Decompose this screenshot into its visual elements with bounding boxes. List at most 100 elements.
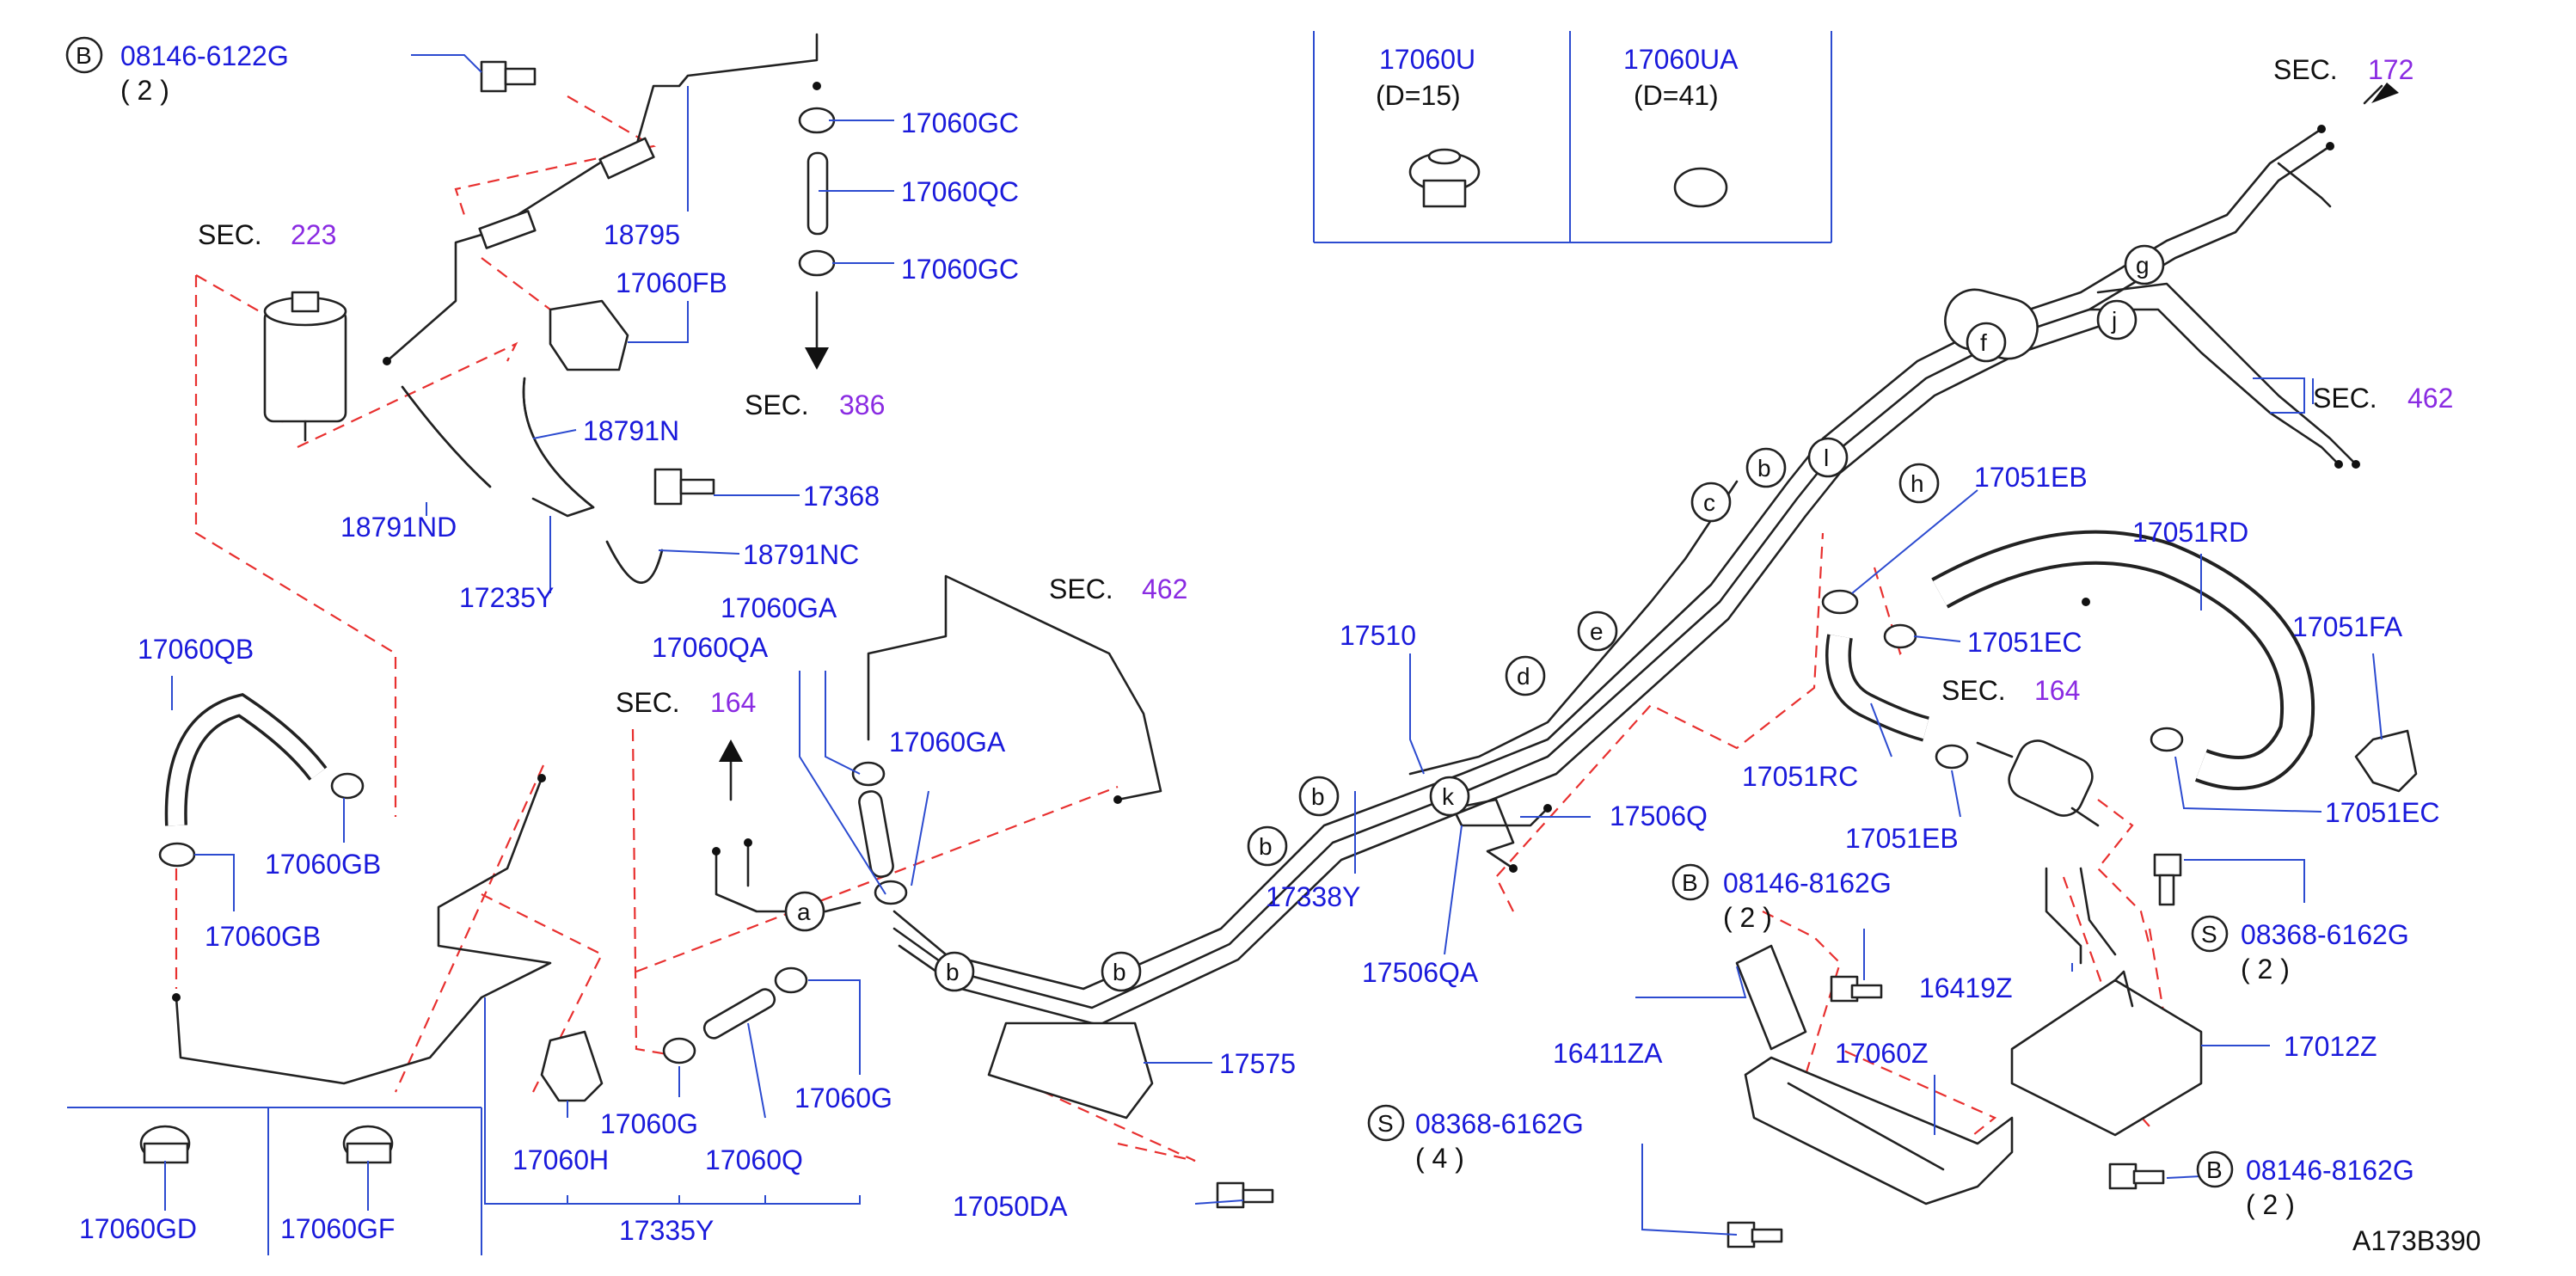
- label-17050DA: 17050DA: [953, 1191, 1068, 1222]
- qty-label: ( 2 ): [2246, 1189, 2295, 1220]
- label-17506Q: 17506Q: [1610, 801, 1708, 831]
- svg-text:g: g: [2136, 252, 2150, 279]
- heat-shield-icon: [1744, 1056, 2014, 1205]
- connector-icon: [653, 468, 683, 506]
- pipe-marker: b: [1745, 447, 1787, 488]
- label-17060GF: 17060GF: [280, 1213, 395, 1244]
- leader-lines: [171, 54, 2383, 1236]
- label-17051RD: 17051RD: [2132, 517, 2248, 548]
- label-17510: 17510: [1340, 620, 1416, 651]
- label-17012Z: 17012Z: [2284, 1031, 2377, 1062]
- callout-circles: B B S S B: [65, 36, 2234, 1188]
- sec-172: 172: [2368, 54, 2413, 85]
- svg-text:e: e: [1590, 618, 1604, 645]
- sec-164-b: 164: [2034, 675, 2080, 706]
- heat-plate-icon: [1735, 944, 1807, 1051]
- label-17060GB-b: 17060GB: [205, 921, 321, 952]
- label-18791NC: 18791NC: [743, 539, 859, 570]
- svg-text:b: b: [946, 959, 960, 985]
- part-outlines: [139, 33, 2418, 1248]
- label-16419Z: 16419Z: [1919, 972, 2013, 1003]
- svg-text:f: f: [1980, 329, 1987, 356]
- label-17060Z: 17060Z: [1835, 1038, 1929, 1069]
- label-08146-8162G-b: 08146-8162G: [2246, 1155, 2414, 1186]
- pipe-marker: d: [1505, 655, 1546, 696]
- svg-text:k: k: [1442, 783, 1455, 810]
- bolt-icon: [480, 60, 507, 93]
- pipe-marker: g: [2124, 244, 2165, 285]
- evap-canister-icon: [263, 308, 347, 423]
- clip-icon: [2354, 729, 2418, 793]
- label-17060H: 17060H: [512, 1144, 609, 1175]
- label-17060GB-a: 17060GB: [265, 849, 381, 880]
- qty-label: ( 2 ): [120, 75, 169, 106]
- svg-text:SEC.: SEC.: [1049, 574, 1113, 604]
- fuel-filter-icon: [2008, 739, 2094, 817]
- pipe-marker: b: [1298, 776, 1340, 817]
- label-08368-6162G-b: 08368-6162G: [1415, 1108, 1584, 1139]
- label-17051EB-a: 17051EB: [1974, 462, 2088, 493]
- label-17060GA-a: 17060GA: [721, 592, 837, 623]
- pipe-marker: e: [1577, 610, 1618, 652]
- bolt-icon: [2108, 1163, 2137, 1190]
- svg-text:SEC.: SEC.: [745, 390, 809, 420]
- svg-text:d: d: [1517, 663, 1530, 690]
- label-17060QA: 17060QA: [652, 632, 769, 663]
- label-17060GC-a: 17060GC: [901, 107, 1019, 138]
- label-17060GC-b: 17060GC: [901, 254, 1019, 285]
- svg-text:c: c: [1703, 489, 1715, 516]
- label-18795: 18795: [604, 219, 680, 250]
- pipe-marker: b: [1101, 951, 1142, 992]
- pipe-marker: [1300, 777, 1338, 815]
- svg-text:SEC.: SEC.: [616, 687, 680, 718]
- label-17060QB: 17060QB: [138, 634, 254, 665]
- svg-text:a: a: [797, 899, 811, 925]
- pipe-marker: a: [784, 891, 825, 932]
- label-08146-8162G-a: 08146-8162G: [1723, 868, 1892, 899]
- label-17051EB-b: 17051EB: [1845, 823, 1959, 854]
- label-17235Y: 17235Y: [459, 582, 554, 613]
- clip-icon: [540, 1030, 604, 1102]
- inset-left-label: 17060U: [1379, 44, 1475, 75]
- pipe-marker: b: [934, 951, 975, 992]
- callout-b-3: B: [2206, 1156, 2223, 1183]
- callout-s-2: S: [1377, 1110, 1394, 1137]
- pipe-marker: b: [1247, 825, 1288, 867]
- bottom-left-box: [67, 1107, 482, 1255]
- svg-text:SEC.: SEC.: [1941, 675, 2006, 706]
- label-17051FA: 17051FA: [2292, 611, 2403, 642]
- drawing-code: A173B390: [2352, 1225, 2481, 1256]
- bolt-icon: [1216, 1181, 1245, 1209]
- label-08368-6162G-a: 08368-6162G: [2241, 919, 2409, 950]
- sec-164-a: 164: [710, 687, 756, 718]
- label-17060Q: 17060Q: [705, 1144, 803, 1175]
- sec-386: 386: [839, 390, 885, 420]
- qty-label: ( 2 ): [2241, 954, 2290, 985]
- sec-223: 223: [291, 219, 336, 250]
- label-18791ND: 18791ND: [340, 512, 457, 543]
- label-17338Y: 17338Y: [1266, 881, 1360, 912]
- clip-icon: [549, 299, 629, 371]
- label-17060GA-b: 17060GA: [889, 727, 1006, 758]
- pipe-marker: j: [2096, 299, 2137, 340]
- clamp-icon: [798, 249, 836, 277]
- pipe-marker: k: [1429, 776, 1470, 817]
- pipe-marker: l: [1807, 437, 1849, 478]
- label-08146-6122G: 08146-6122G: [120, 40, 289, 71]
- label-17575: 17575: [1219, 1048, 1296, 1079]
- grommet-stem-icon: [1422, 179, 1467, 208]
- callout-s-1: S: [2201, 921, 2217, 948]
- svg-text:l: l: [1824, 445, 1829, 471]
- plug-icon: [1673, 167, 1728, 208]
- svg-text:j: j: [2111, 307, 2117, 334]
- pipe-marker: f: [1966, 322, 2007, 363]
- label-17051RC: 17051RC: [1742, 761, 1858, 792]
- svg-text:b: b: [1311, 783, 1325, 810]
- qty-label: ( 4 ): [1415, 1143, 1464, 1174]
- inset-right-label: 17060UA: [1623, 44, 1739, 75]
- inset-right-dim: (D=41): [1634, 80, 1719, 111]
- pipe-marker: h: [1898, 463, 1940, 504]
- section-refs: SEC. 223 SEC. 386 SEC. 164 SEC. 462 SEC.…: [198, 54, 2453, 718]
- bolt-icon: [2153, 853, 2182, 877]
